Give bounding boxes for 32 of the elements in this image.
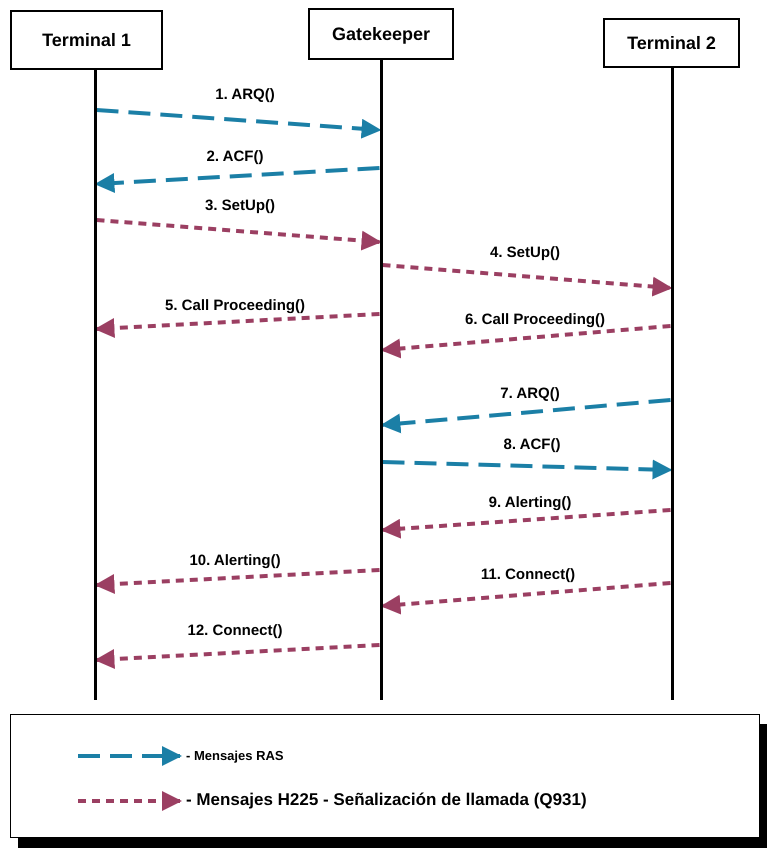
lifeline <box>670 68 674 700</box>
participant-box: Terminal 1 <box>10 10 163 70</box>
participant-box: Gatekeeper <box>308 8 454 60</box>
edge-label: 1. ARQ() <box>213 86 277 104</box>
edge-label: 4. SetUp() <box>488 244 562 262</box>
legend-text: - Mensajes H225 - Señalización de llamada (Q931) <box>186 790 587 810</box>
edge-label: 3. SetUp() <box>203 197 277 215</box>
message-arrow <box>96 218 382 251</box>
message-arrow <box>94 568 380 594</box>
message-arrow <box>94 166 380 193</box>
edge-label: 9. Alerting() <box>486 494 574 512</box>
legend-text: - Mensajes RAS <box>186 748 284 763</box>
edge-label: 2. ACF() <box>204 148 266 166</box>
edge-label: 12. Connect() <box>186 622 284 640</box>
message-arrow <box>380 508 671 539</box>
message-arrow <box>94 643 380 670</box>
message-arrow <box>380 398 671 434</box>
edge-label: 5. Call Proceeding() <box>162 297 308 315</box>
message-arrow <box>382 263 672 297</box>
edge-label: 8. ACF() <box>502 436 562 454</box>
edge-label: 10. Alerting() <box>187 552 283 570</box>
lifeline <box>380 60 382 700</box>
message-arrow <box>94 312 380 338</box>
edge-label: 11. Connect() <box>478 566 578 584</box>
lifeline <box>94 70 96 700</box>
message-arrow <box>96 108 382 139</box>
participant-box: Terminal 2 <box>603 18 740 68</box>
message-arrow <box>380 324 671 358</box>
message-arrow <box>382 460 672 480</box>
edge-label: 7. ARQ() <box>498 385 562 403</box>
message-arrow <box>380 581 671 615</box>
edge-label: 6. Call Proceeding() <box>462 311 608 329</box>
